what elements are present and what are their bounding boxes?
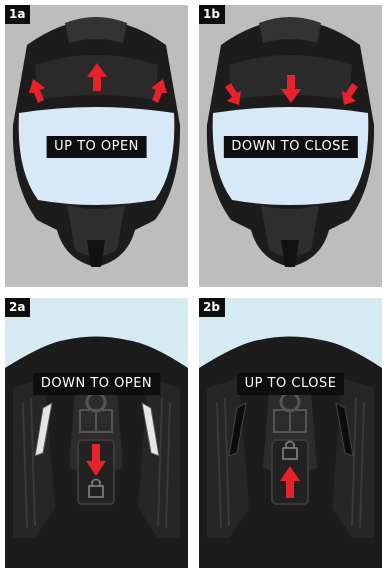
panel-tag: 1a [5,5,30,24]
panel-2b: UP TO CLOSE 2b [199,298,382,568]
panel-tag: 1b [199,5,225,24]
caption: UP TO OPEN [46,136,147,158]
panel-tag: 2a [5,298,30,317]
caption: DOWN TO CLOSE [223,136,357,158]
chin-vent-illustration [199,298,382,568]
caption: DOWN TO OPEN [33,373,160,395]
panel-1b: 1b DOWN TO CLOSE [199,5,382,287]
panel-2a: DOWN TO OPEN 2a [5,298,188,568]
chin-vent-illustration [5,298,188,568]
caption: UP TO CLOSE [237,373,345,395]
panel-1a: 1a UP TO OPEN [5,5,188,287]
panel-tag: 2b [199,298,225,317]
